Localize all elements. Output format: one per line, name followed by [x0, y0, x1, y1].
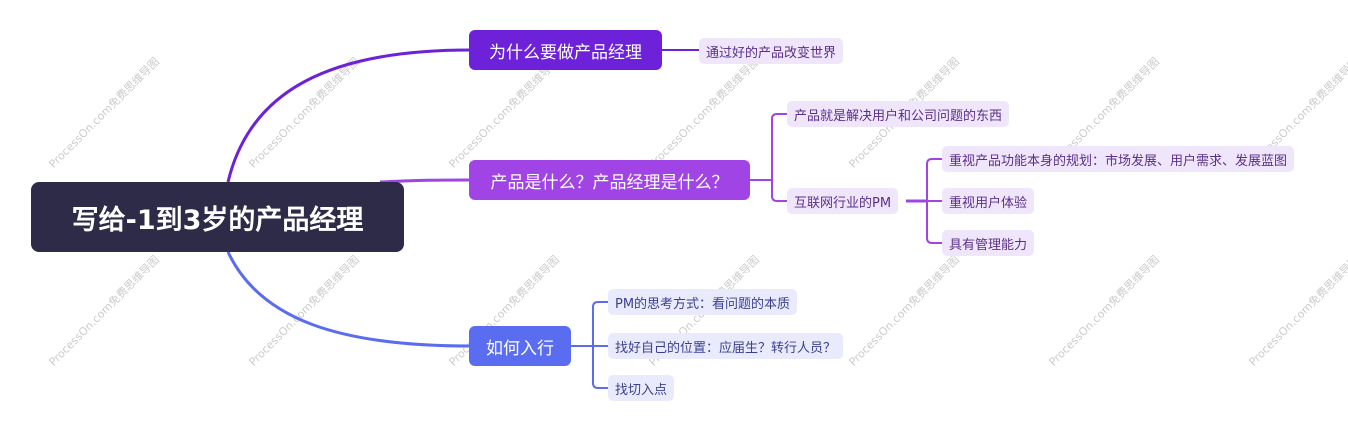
subnode-pm-thinking[interactable]: PM的思考方式：看问题的本质 [608, 289, 798, 315]
subnode-change-world[interactable]: 通过好的产品改变世界 [699, 38, 844, 64]
root-node[interactable]: 写给-1到3岁的产品经理 [31, 182, 404, 252]
subnode-management[interactable]: 具有管理能力 [942, 230, 1035, 256]
branch-how-to-enter[interactable]: 如何入行 [469, 326, 571, 366]
subnode-product-definition[interactable]: 产品就是解决用户和公司问题的东西 [787, 101, 1010, 127]
subnode-plan-features[interactable]: 重视产品功能本身的规划：市场发展、用户需求、发展蓝图 [942, 146, 1295, 172]
subnode-user-experience[interactable]: 重视用户体验 [942, 188, 1035, 214]
branch-what-is-product[interactable]: 产品是什么？产品经理是什么？ [469, 160, 750, 200]
subnode-internet-pm[interactable]: 互联网行业的PM [787, 188, 899, 214]
subnode-entry-point[interactable]: 找切入点 [608, 375, 675, 401]
subnode-find-position[interactable]: 找好自己的位置：应届生？转行人员？ [608, 333, 844, 359]
branch-why-pm[interactable]: 为什么要做产品经理 [469, 30, 662, 70]
